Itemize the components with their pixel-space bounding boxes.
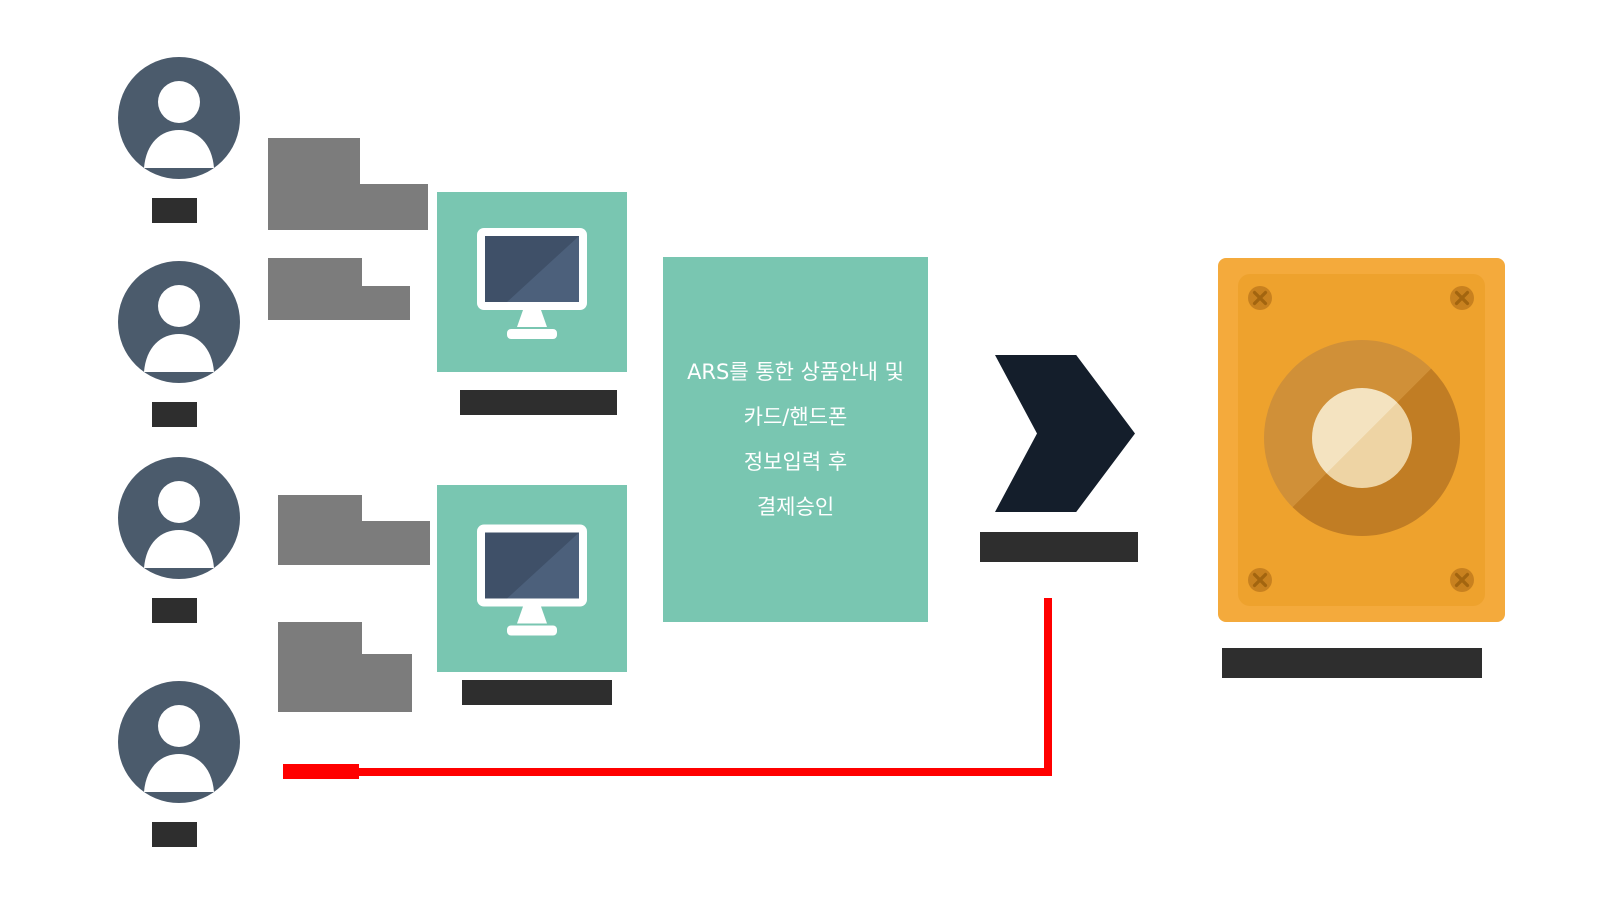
screw-icon <box>1248 286 1272 310</box>
screw-icon <box>1450 286 1474 310</box>
ars-text-line: 카드/핸드폰 <box>743 405 848 429</box>
connector-arrow-1-tab <box>358 184 428 230</box>
red-line-horizontal <box>283 768 1052 776</box>
user-avatar-icon <box>118 681 240 803</box>
connector-arrow-2-tab <box>360 286 410 320</box>
user-avatar-icon <box>118 261 240 383</box>
monitor-panel-2 <box>437 485 627 672</box>
caller-label-bar <box>152 402 197 427</box>
connector-arrow-4 <box>278 622 362 712</box>
ars-text-line: 결제승인 <box>756 495 835 519</box>
connector-arrow-3-tab <box>360 521 430 565</box>
connector-arrow-2 <box>268 258 362 320</box>
caller-group-1 <box>118 57 240 227</box>
monitor-label-bar-2 <box>462 680 612 705</box>
monitor-label-bar-1 <box>460 390 617 415</box>
red-line-vertical <box>1044 598 1052 776</box>
connector-arrow-4-tab <box>360 654 412 712</box>
speaker-core <box>1312 388 1412 488</box>
caller-label-bar <box>152 198 197 223</box>
chevron-arrow-icon <box>995 355 1135 512</box>
caller-group-4 <box>118 681 240 851</box>
screw-icon <box>1248 568 1272 592</box>
caller-group-3 <box>118 457 240 627</box>
caller-label-bar <box>152 822 197 847</box>
red-line-end-stub <box>283 764 359 779</box>
chevron-label-bar <box>980 532 1138 562</box>
speaker-icon <box>1218 258 1505 622</box>
ars-text-line: 정보입력 후 <box>743 450 848 474</box>
user-avatar-icon <box>118 57 240 179</box>
caller-group-2 <box>118 261 240 431</box>
connector-arrow-3 <box>278 495 362 565</box>
ars-info-box: ARS를 통한 상품안내 및 카드/핸드폰 정보입력 후 결제승인 <box>663 257 928 622</box>
screw-icon <box>1450 568 1474 592</box>
ars-text-line: ARS를 통한 상품안내 및 <box>687 360 904 384</box>
user-avatar-icon <box>118 457 240 579</box>
caller-label-bar <box>152 598 197 623</box>
monitor-panel-1 <box>437 192 627 372</box>
speaker-label-bar <box>1222 648 1482 678</box>
monitor-icon <box>477 228 587 339</box>
monitor-icon <box>477 524 587 636</box>
connector-arrow-1 <box>268 138 360 230</box>
